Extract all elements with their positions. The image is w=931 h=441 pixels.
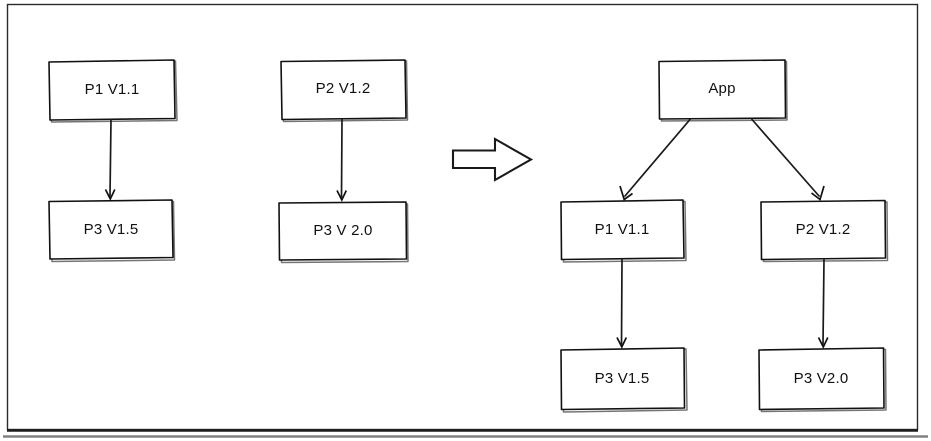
node-left-p3-v15[interactable]: P3 V1.5	[48, 199, 176, 263]
node-left-p3-v15-label: P3 V1.5	[84, 221, 139, 238]
edge-app-to-p1	[619, 118, 691, 201]
edge-left-p1-to-p3	[104, 119, 116, 201]
after-state-panel: App P1 V1.1 P2 V1.2	[560, 59, 889, 413]
node-right-p3-v20-label: P3 V2.0	[794, 370, 849, 387]
node-right-app-label: App	[708, 80, 735, 97]
node-right-p3-v20[interactable]: P3 V2.0	[758, 347, 887, 413]
node-left-p1[interactable]: P1 V1.1	[48, 59, 178, 123]
node-right-p2-label: P2 V1.2	[796, 221, 851, 238]
node-right-app[interactable]: App	[658, 59, 788, 122]
node-left-p3-v20[interactable]: P3 V 2.0	[278, 201, 409, 264]
edge-app-to-p2	[751, 118, 825, 201]
node-left-p1-label: P1 V1.1	[85, 81, 140, 98]
node-right-p3-v15[interactable]: P3 V1.5	[560, 347, 688, 413]
node-left-p3-v20-label: P3 V 2.0	[313, 222, 372, 239]
before-state-panel: P1 V1.1 P3 V1.5 P2 V1.2	[48, 59, 409, 264]
edge-right-p1-to-p3	[616, 258, 628, 349]
edge-left-p2-to-p3	[336, 118, 348, 202]
node-left-p2[interactable]: P2 V1.2	[280, 59, 409, 123]
node-right-p3-v15-label: P3 V1.5	[595, 370, 650, 387]
edge-right-p2-to-p3	[817, 258, 829, 349]
node-right-p2[interactable]: P2 V1.2	[760, 199, 889, 263]
node-left-p2-label: P2 V1.2	[316, 80, 371, 97]
canvas-frame	[3, 3, 928, 438]
node-right-p1-label: P1 V1.1	[595, 221, 650, 238]
node-right-p1[interactable]: P1 V1.1	[560, 199, 687, 263]
transform-arrow-icon	[451, 137, 534, 182]
